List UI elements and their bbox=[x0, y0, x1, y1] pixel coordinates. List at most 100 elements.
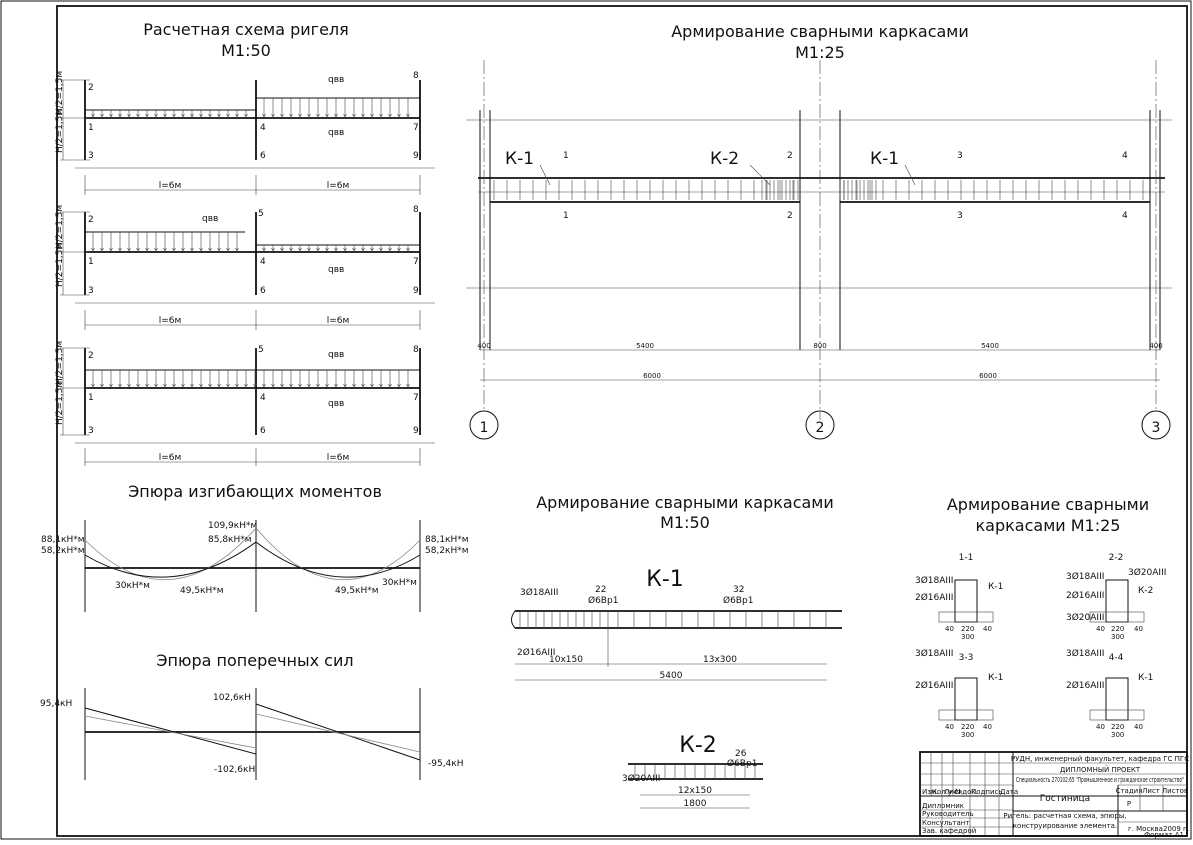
scheme2-height-top: H/2=1,5м bbox=[55, 205, 65, 249]
node-5c: 5 bbox=[258, 345, 264, 355]
shear-diagram: 95,4кН 102,6кН -102,6кН -95,4кН bbox=[40, 688, 464, 780]
section-2-2: 2-2 3Ø18АIII 3Ø20АIII 2Ø16АIII 3Ø20АIII … bbox=[1066, 553, 1166, 641]
k1-pos-32: 32 bbox=[733, 585, 744, 595]
node-8: 8 bbox=[413, 71, 419, 81]
s33-title: 3-3 bbox=[959, 653, 974, 663]
moment-span-left-1: 30кН*м bbox=[115, 581, 150, 591]
sheet-format: Формат А1 bbox=[1144, 831, 1184, 839]
node-1b: 1 bbox=[88, 257, 94, 267]
s11-d2: 220 bbox=[961, 625, 974, 633]
dim-5400-right: 5400 bbox=[981, 342, 999, 350]
node-5b: 5 bbox=[258, 209, 264, 219]
s44-d3: 40 bbox=[1134, 723, 1143, 731]
inner-frame bbox=[56, 5, 1188, 837]
s22-d3: 40 bbox=[1134, 625, 1143, 633]
s33-d3: 40 bbox=[983, 723, 992, 731]
node-1c: 1 bbox=[88, 393, 94, 403]
scheme3-height-top: H/2=1,5м bbox=[55, 341, 65, 385]
moment-diagram: 88,1кН*м 58,2кН*м 109,9кН*м 85,8кН*м 88,… bbox=[41, 520, 469, 612]
section-1-bottom: 1 bbox=[563, 211, 569, 221]
s33-frame: К-1 bbox=[988, 673, 1003, 683]
scheme3-span-left: l=6м bbox=[159, 453, 182, 463]
weld-top-scale: М1:25 bbox=[795, 43, 845, 62]
s22-bottom-bars-2: 3Ø20АIII bbox=[1066, 612, 1104, 623]
scheme2-height-bottom: H/2=1,5м bbox=[55, 243, 65, 287]
axis-3-label: 3 bbox=[1152, 420, 1161, 436]
k1-length: 5400 bbox=[660, 671, 683, 681]
shear-left: 95,4кН bbox=[40, 699, 72, 709]
s44-d1: 40 bbox=[1096, 723, 1105, 731]
dim-400-right: 400 bbox=[1149, 342, 1162, 350]
s11-d1: 40 bbox=[945, 625, 954, 633]
section-3-top: 3 bbox=[957, 151, 963, 161]
node-3b: 3 bbox=[88, 286, 94, 296]
scheme1-span-left: l=6м bbox=[159, 181, 182, 191]
k1-stirrups bbox=[519, 611, 827, 628]
section-2-top: 2 bbox=[787, 151, 793, 161]
scheme1-load-label-b: qвв bbox=[328, 128, 344, 138]
k1-pos-22: 22 bbox=[595, 585, 606, 595]
distributed-load-arrows bbox=[91, 98, 410, 388]
dim-5400-left: 5400 bbox=[636, 342, 654, 350]
scheme-2: H/2=1,5м H/2=1,5м l=6м l=6м qвв qвв 2 1 … bbox=[55, 205, 435, 330]
moment-right-1: 88,1кН*м bbox=[425, 535, 469, 545]
k2-pos: 26 bbox=[735, 749, 747, 759]
moment-right-2: 58,2кН*м bbox=[425, 546, 469, 556]
k2-step: 12х150 bbox=[678, 786, 712, 796]
s11-title: 1-1 bbox=[959, 553, 974, 563]
node-4b: 4 bbox=[260, 257, 266, 267]
s22-top-bars: 3Ø18АIII bbox=[1066, 571, 1104, 582]
scheme-1: H/2=1,5м H/2=1,5м l=6м l=6м qвв qвв 2 1 … bbox=[55, 71, 435, 195]
scheme1-span-right: l=6м bbox=[327, 181, 350, 191]
node-4: 4 bbox=[260, 123, 266, 133]
node-3c: 3 bbox=[88, 426, 94, 436]
moment-mid-2: 85,8кН*м bbox=[208, 535, 252, 545]
moment-span-right-1: 49,5кН*м bbox=[335, 586, 379, 596]
section-4-bottom: 4 bbox=[1122, 211, 1128, 221]
node-8b: 8 bbox=[413, 205, 419, 215]
frame-k1-right: К-1 bbox=[870, 149, 899, 169]
node-9b: 9 bbox=[413, 286, 419, 296]
weld-mid-scale: М1:50 bbox=[660, 513, 710, 532]
stamp-city: г. Москва bbox=[1128, 825, 1163, 833]
k1-stirrup-right: Ø6Вр1 bbox=[723, 595, 753, 606]
node-7c: 7 bbox=[413, 393, 419, 403]
s33-d2: 220 bbox=[961, 723, 974, 731]
axis-3-bubble bbox=[1141, 410, 1171, 440]
node-7b: 7 bbox=[413, 257, 419, 267]
k2-length: 1800 bbox=[684, 799, 707, 809]
dim-800: 800 bbox=[813, 342, 826, 350]
axis-1-bubble bbox=[469, 410, 499, 440]
section-4-top: 4 bbox=[1122, 151, 1128, 161]
stamp-stage-value: Р bbox=[1127, 800, 1131, 808]
frame-k1-left: К-1 bbox=[505, 149, 534, 169]
node-3: 3 bbox=[88, 151, 94, 161]
scheme3-span-right: l=6м bbox=[327, 453, 350, 463]
s33-d4: 300 bbox=[961, 731, 974, 739]
s11-d3: 40 bbox=[983, 625, 992, 633]
stamp-col-sheet: Лист bbox=[944, 788, 962, 796]
axis-2-bubble bbox=[805, 410, 835, 440]
k1-bottom-bars: 2Ø16АIII bbox=[517, 647, 555, 658]
s22-d4: 300 bbox=[1111, 633, 1124, 641]
stamp-stage: Стадия bbox=[1116, 787, 1143, 795]
stamp-org: РУДН, инженерный факультет, кафедра ГС П… bbox=[1011, 755, 1189, 763]
stamp-col-doc: №док. bbox=[955, 788, 978, 796]
scheme-3: H/2=1,5м H/2=1,5м l=6м l=6м qвв qвв 2 1 … bbox=[55, 341, 435, 466]
node-9: 9 bbox=[413, 151, 419, 161]
span-6000-left: 6000 bbox=[643, 372, 661, 380]
scheme2-span-left: l=6м bbox=[159, 316, 182, 326]
stamp-sheet-title-1: Ригель: расчетная схема, эпюры, bbox=[1003, 812, 1126, 820]
stamp-role-consultant: Консультант bbox=[922, 819, 969, 827]
weld-top-title: Армирование сварными каркасами bbox=[671, 22, 969, 41]
k2-stirrups bbox=[634, 764, 756, 779]
s22-top-bars-2: 3Ø20АIII bbox=[1128, 567, 1166, 578]
s22-bottom-bars: 2Ø16АIII bbox=[1066, 590, 1104, 601]
node-8c: 8 bbox=[413, 345, 419, 355]
section-3-bottom: 3 bbox=[957, 211, 963, 221]
s44-d2: 220 bbox=[1111, 723, 1124, 731]
scheme3-load-label-b: qвв bbox=[328, 399, 344, 409]
stamp-sheet-title-2: конструирование элемента. bbox=[1013, 822, 1117, 830]
